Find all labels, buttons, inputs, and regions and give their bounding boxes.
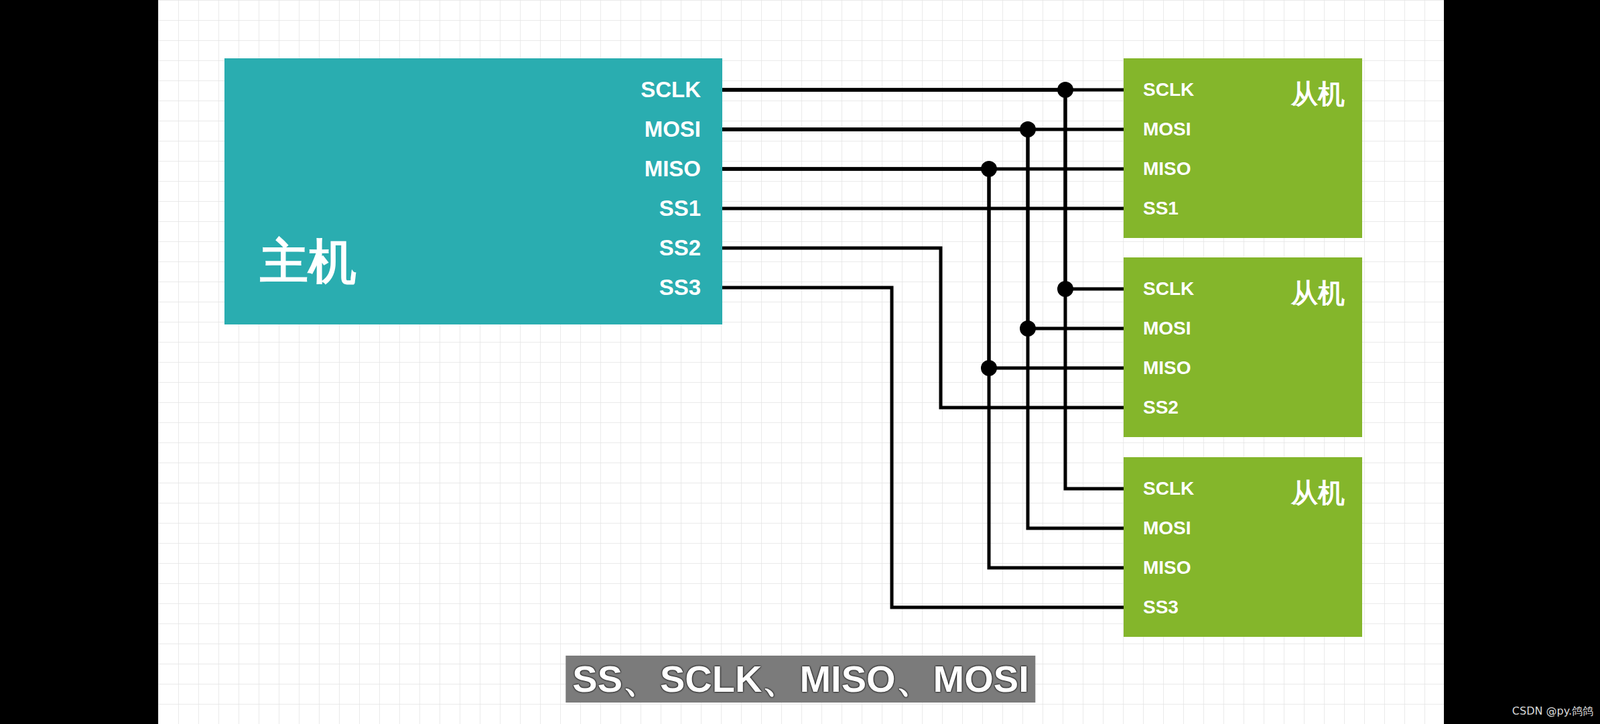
signal-wire	[722, 129, 1124, 528]
signal-wire	[722, 168, 1124, 568]
pin-label: SS1	[1143, 196, 1179, 220]
signal-wire	[722, 168, 1124, 368]
signal-wire	[722, 207, 1124, 211]
pin-label: MISO	[1143, 157, 1192, 181]
signal-wire	[722, 89, 1124, 289]
node-title: 主机	[259, 232, 357, 291]
junction-dot	[1019, 121, 1036, 138]
pin-label: MOSI	[1143, 117, 1192, 141]
pin-label: MISO	[644, 155, 701, 183]
node-title: 从机	[1291, 476, 1345, 509]
signal-wire	[722, 247, 1124, 408]
signal-wire	[722, 287, 1124, 608]
pin-label: SCLK	[1143, 277, 1194, 301]
junction-dot	[980, 160, 997, 177]
pin-label: MOSI	[1143, 516, 1192, 540]
pin-label: SCLK	[640, 76, 701, 104]
pin-label: MISO	[1143, 356, 1192, 380]
junction-dot	[1019, 320, 1036, 337]
junction-dot	[1057, 81, 1074, 98]
pin-label: SCLK	[1143, 477, 1194, 500]
master-box: 主机 SCLK MOSI MISO SS1SS2SS3	[224, 58, 723, 325]
junction-dot	[1057, 280, 1074, 297]
pin-label: SCLK	[1143, 78, 1194, 102]
pin-label: SS2	[1143, 395, 1179, 419]
slave-box: 从机 SCLK MOSI MISO SS3	[1123, 456, 1363, 637]
pin-label: SS1	[659, 194, 701, 222]
pin-label: MISO	[1143, 556, 1192, 579]
node-title: 从机	[1291, 77, 1345, 110]
pin-label: SS3	[659, 274, 701, 301]
junction-dots	[980, 81, 1074, 376]
pin-label: MOSI	[644, 115, 701, 143]
pin-label: SS2	[659, 234, 701, 262]
signal-wire	[722, 129, 1124, 329]
pin-label: SS3	[1143, 595, 1179, 619]
grid-panel	[158, 0, 1444, 724]
pin-label: MOSI	[1143, 316, 1192, 340]
watermark: CSDN @py.鸽鸽	[1512, 704, 1594, 719]
slave-box: 从机 SCLK MOSI MISO SS1	[1123, 58, 1363, 238]
node-title: 从机	[1291, 276, 1345, 309]
junction-dot	[980, 359, 997, 376]
subtitle-caption: SS、SCLK、MISO、MOSI	[565, 655, 1036, 703]
slave-box: 从机 SCLK MOSI MISO SS2	[1123, 257, 1363, 437]
